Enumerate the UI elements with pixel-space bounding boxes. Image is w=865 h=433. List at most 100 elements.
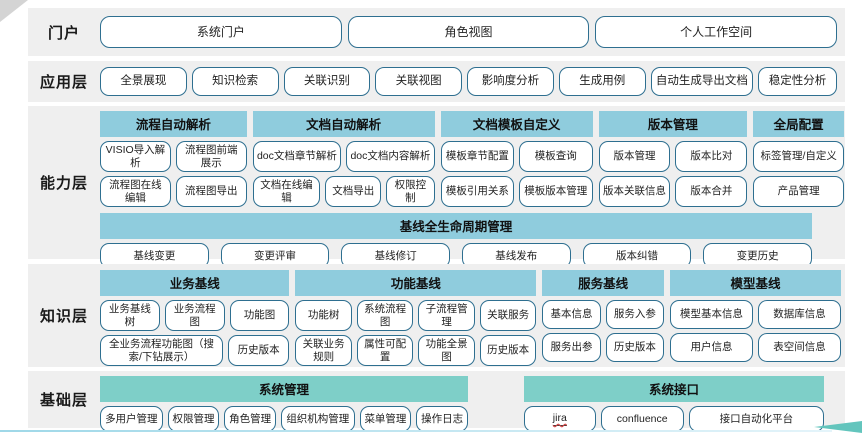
item-button[interactable]: 表空间信息 — [757, 333, 841, 362]
item-button[interactable]: 影响度分析 — [467, 67, 554, 96]
item-button[interactable]: 业务基线树 — [100, 300, 160, 332]
button-row: 用户信息 表空间信息 — [669, 333, 841, 362]
item-button[interactable]: 角色视图 — [347, 16, 590, 48]
button-row: 流程图在线编辑流程图导出 — [100, 176, 247, 208]
button-label: 历史版本 — [613, 341, 656, 354]
item-button[interactable]: 组织机构管理 — [281, 406, 355, 432]
bottom-accent-line — [0, 430, 832, 432]
item-button[interactable]: 关联业务规则 — [295, 335, 352, 367]
group-header: 系统接口 — [524, 376, 824, 402]
button-label: 接口自动化平台 — [719, 412, 794, 425]
item-button[interactable]: 版本合并 — [675, 176, 748, 208]
item-button[interactable]: 标签管理/自定义 — [753, 141, 844, 173]
button-label: 业务基线树 — [108, 303, 151, 328]
item-button[interactable]: 版本管理 — [598, 141, 671, 173]
button-label: 版本比对 — [690, 150, 733, 163]
item-button[interactable]: 模型基本信息 — [669, 300, 753, 329]
item-button[interactable]: 系统门户 — [100, 16, 342, 48]
button-label: 模板查询 — [534, 150, 577, 163]
button-label: 功能树 — [307, 309, 340, 322]
item-button[interactable]: 产品管理 — [753, 176, 844, 208]
item-button[interactable]: 功能图 — [229, 300, 290, 332]
item-button[interactable]: 子流程管理 — [418, 300, 475, 332]
layer-label-knowledge: 知识层 — [39, 308, 88, 325]
item-button[interactable]: 功能树 — [295, 300, 352, 332]
item-button[interactable]: 模板版本管理 — [519, 176, 593, 208]
item-button[interactable]: confluence — [600, 406, 684, 432]
item-button[interactable]: 多用户管理 — [100, 406, 163, 432]
button-row: 文档在线编辑文档导出权限控制 — [252, 176, 435, 208]
item-button[interactable]: 操作日志 — [416, 406, 468, 432]
item-button[interactable]: 业务流程图 — [164, 300, 225, 332]
button-label: 角色管理 — [229, 412, 272, 425]
item-button[interactable]: 自动生成导出文档 — [650, 67, 754, 96]
button-label: VISIO导入解析 — [105, 144, 166, 169]
item-button[interactable]: 版本关联信息 — [598, 176, 671, 208]
item-button[interactable]: 权限控制 — [386, 176, 435, 208]
button-label: 关联业务规则 — [302, 338, 345, 363]
item-button[interactable]: 菜单管理 — [359, 406, 412, 432]
item-button[interactable]: 全业务流程功能图（搜索/下钻展示） — [100, 335, 223, 367]
item-button[interactable]: 文档在线编辑 — [252, 176, 321, 208]
item-button[interactable]: 模板章节配置 — [440, 141, 515, 173]
item-button[interactable]: 历史版本 — [479, 335, 537, 367]
item-button[interactable]: 关联视图 — [375, 67, 463, 96]
button-row: 全业务流程功能图（搜索/下钻展示） 历史版本 — [100, 335, 290, 367]
diagram-group: 文档模板自定义模板章节配置模板查询模板引用关系模板版本管理 — [440, 111, 593, 208]
button-label: 功能全景图 — [425, 338, 468, 363]
button-label: 全业务流程功能图（搜索/下钻展示） — [108, 338, 214, 363]
item-button[interactable]: 历史版本 — [605, 333, 664, 362]
item-button[interactable]: doc文档章节解析 — [252, 141, 342, 173]
item-button[interactable]: 流程图前端展示 — [175, 141, 247, 173]
item-button[interactable]: 文档导出 — [325, 176, 382, 208]
item-button[interactable]: 用户信息 — [669, 333, 753, 362]
button-row: 业务基线树业务流程图功能图 — [100, 300, 290, 332]
item-button[interactable]: 功能全景图 — [418, 335, 475, 367]
item-button[interactable]: 历史版本 — [227, 335, 290, 367]
item-button[interactable]: 流程图导出 — [175, 176, 247, 208]
button-label: 业务流程图 — [173, 303, 216, 328]
button-label: 版本关联信息 — [602, 185, 666, 198]
button-label: 操作日志 — [421, 412, 464, 425]
item-button[interactable]: 权限管理 — [167, 406, 220, 432]
button-label: 流程图在线编辑 — [109, 179, 162, 204]
item-button[interactable]: 系统流程图 — [356, 300, 414, 332]
item-button[interactable]: 版本比对 — [675, 141, 748, 173]
item-button[interactable]: 角色管理 — [224, 406, 277, 432]
button-label: 基线变更 — [133, 249, 176, 262]
item-button[interactable]: doc文档内容解析 — [346, 141, 435, 173]
group-header: 模型基线 — [669, 270, 841, 296]
item-button[interactable]: jira — [524, 406, 596, 432]
item-button[interactable]: 生成用例 — [558, 67, 646, 96]
button-label: 表空间信息 — [773, 341, 826, 354]
item-button[interactable]: 全景展现 — [100, 67, 187, 96]
button-label: 组织机构管理 — [286, 412, 350, 425]
layer-label-capability: 能力层 — [39, 175, 88, 192]
button-label: 产品管理 — [777, 185, 820, 198]
item-button[interactable]: 关联服务 — [479, 300, 537, 332]
item-button[interactable]: 服务入参 — [605, 300, 664, 329]
item-button[interactable]: 接口自动化平台 — [688, 406, 824, 432]
item-button[interactable]: 数据库信息 — [757, 300, 841, 329]
button-label: 版本合并 — [690, 185, 733, 198]
item-button[interactable]: 关联识别 — [283, 67, 371, 96]
item-button[interactable]: 服务出参 — [542, 333, 601, 362]
item-button[interactable]: 稳定性分析 — [758, 67, 837, 96]
item-button[interactable]: 个人工作空间 — [595, 16, 838, 48]
item-button[interactable]: 流程图在线编辑 — [100, 176, 171, 208]
knowledge-content: 业务基线业务基线树业务流程图功能图全业务流程功能图（搜索/下钻展示）历史版本功能… — [100, 264, 841, 367]
button-label: 历史版本 — [237, 344, 280, 357]
button-label: 版本纠错 — [615, 249, 658, 262]
item-button[interactable]: VISIO导入解析 — [100, 141, 171, 173]
item-button[interactable]: 模板查询 — [519, 141, 593, 173]
item-button[interactable]: 模板引用关系 — [440, 176, 515, 208]
item-button[interactable]: 知识检索 — [191, 67, 279, 96]
layer-label-portal: 门户 — [47, 24, 80, 42]
button-row: 标签管理/自定义 — [753, 141, 844, 173]
item-button[interactable]: 基本信息 — [542, 300, 601, 329]
item-button[interactable]: 属性可配置 — [356, 335, 414, 367]
